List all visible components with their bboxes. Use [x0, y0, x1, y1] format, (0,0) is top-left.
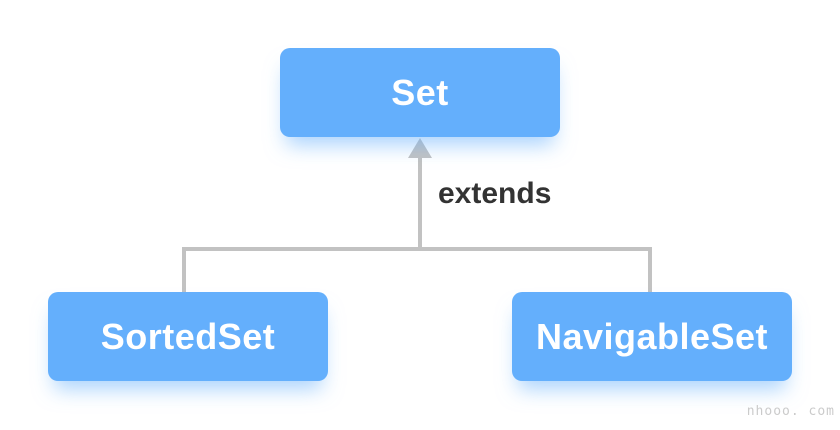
arrow-up-icon	[408, 138, 432, 158]
node-sortedset-label: SortedSet	[100, 315, 276, 357]
node-navigableset-label: NavigableSet	[535, 315, 769, 357]
node-set: Set	[280, 48, 560, 137]
connector-center-shaft	[418, 156, 422, 251]
connector-drop-sortedset	[182, 247, 186, 293]
connector-horizontal-rail	[182, 247, 652, 251]
node-set-label: Set	[391, 71, 449, 113]
connector-drop-navigableset	[648, 247, 652, 295]
node-navigableset: NavigableSet	[512, 292, 792, 381]
watermark-text: nhooo. com	[746, 404, 835, 419]
edge-label-extends: extends	[438, 177, 552, 210]
node-sortedset: SortedSet	[48, 292, 328, 381]
